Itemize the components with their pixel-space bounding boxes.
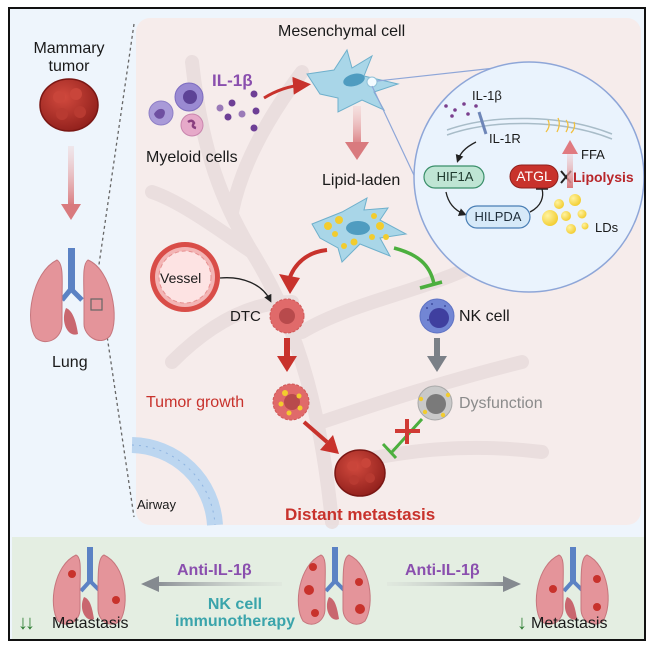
arrow-nk-to-dysfunction bbox=[434, 338, 440, 358]
tumor-growth-label: Tumor growth bbox=[146, 394, 245, 411]
distant-metastasis-label: Distant metastasis bbox=[285, 505, 436, 524]
nk-immunotherapy-line1: NK cell bbox=[207, 596, 263, 613]
dysfunctional-nk-cell-icon bbox=[417, 385, 453, 421]
arrow-head-to-dysfunction bbox=[427, 356, 447, 372]
left-metastasis-label: Metastasis bbox=[52, 615, 129, 632]
arrow-vessel-to-dtc bbox=[219, 277, 272, 303]
mammary-tumor-label-line1: Mammary bbox=[33, 40, 105, 57]
mesenchymal-cell-label: Mesenchymal cell bbox=[278, 23, 406, 40]
arrow-head-to-growth bbox=[277, 356, 297, 372]
arrow-lipid-to-dtc bbox=[287, 248, 328, 281]
arrow-to-lung bbox=[68, 146, 74, 206]
lung-label: Lung bbox=[52, 354, 88, 371]
lds-label: LDs bbox=[595, 220, 619, 235]
dysfunction-label: Dysfunction bbox=[459, 395, 543, 412]
arrow-dtc-to-growth bbox=[284, 338, 290, 358]
dtc-cell-icon bbox=[269, 298, 305, 334]
blocked-cross-icon bbox=[395, 419, 420, 444]
lung-icon-right-treated bbox=[535, 547, 609, 625]
metastasis-tumor-icon bbox=[334, 449, 386, 497]
right-metastasis-label: Metastasis bbox=[531, 615, 608, 632]
arrow-head-to-lung bbox=[61, 204, 81, 220]
arrow-head-to-metastasis bbox=[320, 435, 339, 454]
inset-connector-bottom bbox=[371, 85, 421, 189]
inhibit-bar-nk bbox=[419, 280, 443, 290]
inset-il1b-label: IL-1β bbox=[472, 88, 502, 103]
arrow-head-to-dtc bbox=[279, 274, 300, 294]
myeloid-cells-icon bbox=[148, 82, 204, 137]
nk-cell-icon bbox=[419, 298, 455, 334]
lipid-droplets-icon bbox=[542, 194, 589, 234]
vessel-label: Vessel bbox=[160, 270, 202, 286]
therapy-arrow-left-head bbox=[141, 576, 159, 592]
therapy-arrow-right-head bbox=[503, 576, 521, 592]
mesenchymal-cell-icon bbox=[306, 48, 400, 113]
anti-il1b-right-label: Anti-IL-1β bbox=[405, 562, 480, 579]
mammary-tumor-label: Mammary tumor bbox=[33, 41, 105, 75]
diagram-canvas bbox=[12, 18, 644, 639]
lipid-laden-cell-icon bbox=[311, 196, 408, 263]
il1r-label: IL-1R bbox=[489, 131, 521, 146]
nk-immunotherapy-label: NK cell immunotherapy bbox=[157, 597, 313, 630]
airway-icon bbox=[131, 437, 223, 526]
mechanism-inset bbox=[413, 61, 644, 293]
lung-icon-left-treated bbox=[52, 547, 126, 625]
therapy-arrow-right bbox=[387, 582, 505, 586]
il1b-label: IL-1β bbox=[212, 71, 253, 90]
nk-immunotherapy-line2: immunotherapy bbox=[174, 613, 295, 630]
inset-connector-top bbox=[376, 66, 505, 82]
nk-cell-label: NK cell bbox=[459, 308, 510, 325]
lipolysis-label: Lipolysis bbox=[573, 169, 634, 185]
dtc-label: DTC bbox=[230, 308, 261, 325]
inhibit-bar-metastasis bbox=[381, 442, 398, 460]
airway-label: Airway bbox=[137, 497, 177, 512]
single-down-arrow-icon: ↓ bbox=[517, 612, 527, 634]
arrow-to-lipid-laden bbox=[353, 106, 361, 146]
lung-icon-center-untreated bbox=[297, 547, 371, 625]
ffa-label: FFA bbox=[581, 147, 605, 162]
lipid-laden-label: Lipid-laden bbox=[322, 172, 401, 189]
vessel-icon bbox=[150, 242, 220, 312]
atgl-label: ATGL bbox=[516, 168, 552, 184]
arrow-il1b-to-mesenchymal bbox=[263, 76, 311, 100]
hif1a-label: HIF1A bbox=[436, 169, 474, 184]
therapy-arrow-left bbox=[157, 582, 282, 586]
inhibit-lipid-to-nk bbox=[393, 246, 436, 285]
double-down-arrow-icon: ↓↓ bbox=[18, 612, 35, 634]
hilpda-label: HILPDA bbox=[474, 209, 522, 224]
il1b-molecules bbox=[216, 90, 260, 132]
arrow-head-to-lipid-laden bbox=[345, 142, 369, 160]
myeloid-cells-label: Myeloid cells bbox=[146, 149, 238, 166]
mammary-tumor-icon bbox=[39, 78, 99, 132]
growing-tumor-cell-icon bbox=[272, 383, 310, 421]
arrow-growth-to-metastasis bbox=[302, 420, 329, 444]
mammary-tumor-label-line2: tumor bbox=[48, 58, 90, 75]
figure-frame: Mammary tumor Lung IL-1β Myeloid cells M… bbox=[8, 7, 646, 641]
anti-il1b-left-label: Anti-IL-1β bbox=[177, 562, 252, 579]
lung-icon bbox=[30, 248, 115, 343]
